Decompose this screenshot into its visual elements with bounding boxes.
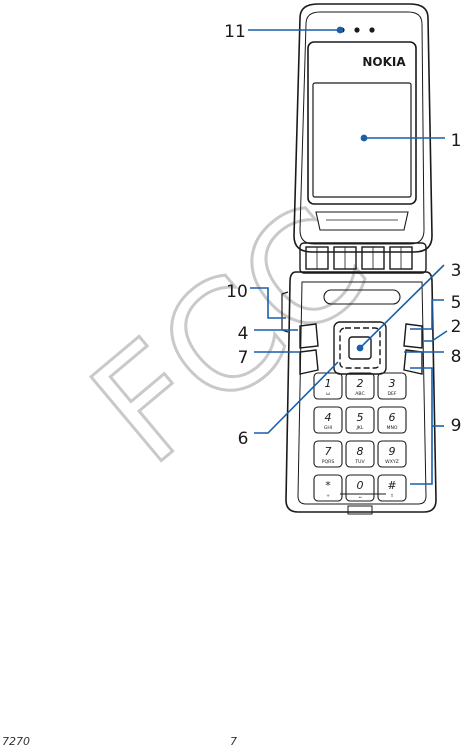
right-selection-key	[404, 324, 422, 348]
callout-label-6: 6	[238, 429, 249, 449]
key-digit: 7	[325, 445, 332, 458]
earpiece	[339, 27, 374, 32]
callout-label-4: 4	[238, 324, 249, 344]
callout-line-2	[424, 331, 447, 341]
callout-label-10: 10	[226, 282, 248, 302]
key-10: *+	[314, 475, 342, 501]
key-letters: ␣	[359, 494, 362, 499]
callout-dot	[357, 345, 362, 350]
end-key	[404, 350, 422, 374]
key-digit: 1	[325, 377, 332, 390]
callout-label-8: 8	[451, 347, 462, 367]
key-letters: TUV	[354, 459, 365, 465]
key-letters: JKL	[356, 425, 364, 431]
key-11: 0␣	[346, 475, 374, 501]
key-digit: 0	[357, 479, 364, 492]
footer-model: 7270	[2, 735, 30, 748]
callout-label-7: 7	[238, 348, 249, 368]
key-digit: *	[325, 479, 331, 492]
key-digit: 8	[357, 445, 364, 458]
key-letters: GHI	[324, 425, 332, 431]
key-12: #⇧	[378, 475, 406, 501]
callout-dot	[361, 135, 366, 140]
key-letters: MNO	[386, 425, 397, 431]
key-letters: WXYZ	[385, 459, 399, 465]
keypad: 1ω2ABC3DEF4GHI5JKL6MNO7PQRS8TUV9WXYZ*+0␣…	[314, 373, 406, 501]
callout-label-1: 1	[451, 131, 462, 151]
key-1: 1ω	[314, 373, 342, 399]
callout-dot	[337, 27, 342, 32]
callout-label-11: 11	[224, 22, 246, 42]
key-digit: 6	[389, 411, 396, 424]
key-digit: #	[387, 479, 396, 492]
brand-logo: NOKIA	[362, 55, 406, 69]
footer-page-number: 7	[230, 735, 237, 748]
key-letters: +	[326, 493, 330, 499]
callout-label-3: 3	[451, 261, 462, 281]
key-letters: ⇧	[390, 493, 394, 499]
key-digit: 3	[389, 377, 396, 390]
watermark-text: FCC	[61, 174, 399, 497]
key-letters: ω	[326, 392, 330, 397]
callout-label-5: 5	[451, 293, 462, 313]
callout-label-2: 2	[451, 317, 462, 337]
callout-line-9	[410, 368, 432, 484]
key-letters: ABC	[355, 391, 364, 397]
key-letters: DEF	[387, 391, 396, 397]
key-digit: 5	[357, 411, 364, 424]
key-digit: 9	[389, 445, 396, 458]
key-digit: 2	[357, 377, 364, 390]
key-digit: 4	[325, 411, 332, 424]
key-letters: PQRS	[322, 459, 335, 465]
callout-label-9: 9	[451, 416, 462, 436]
